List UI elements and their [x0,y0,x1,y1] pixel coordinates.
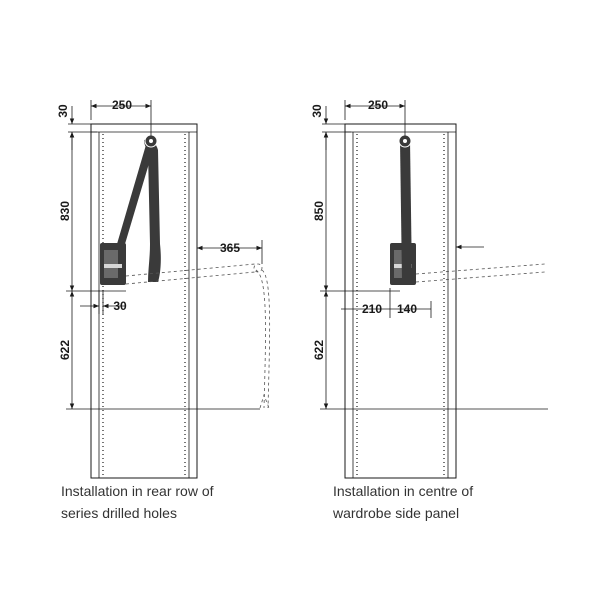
left-caption: Installation in rear row of series drill… [61,480,214,524]
right-dim-top-offset: 30 [310,104,324,118]
right-dimension-lines [320,100,548,410]
right-dim-width: 250 [368,98,388,112]
right-dim-height-upper: 850 [312,201,326,221]
left-installation-view: 30 250 830 365 30 622 [56,98,271,479]
right-lift-extended-outline [415,263,546,283]
left-dimension-lines [66,100,263,410]
left-lift-extended-outline [125,263,271,409]
right-dim-offset-left: 210 [362,302,382,316]
right-caption-line-1: Installation in centre of [333,483,474,499]
left-caption-line-1: Installation in rear row of [61,483,214,499]
left-dim-height-upper: 830 [58,201,72,221]
right-dim-height-lower: 622 [312,340,326,360]
left-dim-width: 250 [112,98,132,112]
left-dim-height-lower: 622 [58,340,72,360]
right-wardrobe-lift [390,134,416,285]
right-wardrobe-cabinet [344,123,457,479]
right-dim-offset-right: 140 [397,302,417,316]
right-caption: Installation in centre of wardrobe side … [333,480,473,524]
left-dim-extension: 365 [220,241,240,255]
left-caption-line-2: series drilled holes [61,505,177,521]
right-caption-line-2: wardrobe side panel [333,505,460,521]
left-dim-side-offset: 30 [113,299,127,313]
left-dim-top-offset: 30 [56,104,70,118]
left-wardrobe-lift [100,134,161,285]
right-installation-view: 30 250 850 210 140 622 [310,98,548,479]
